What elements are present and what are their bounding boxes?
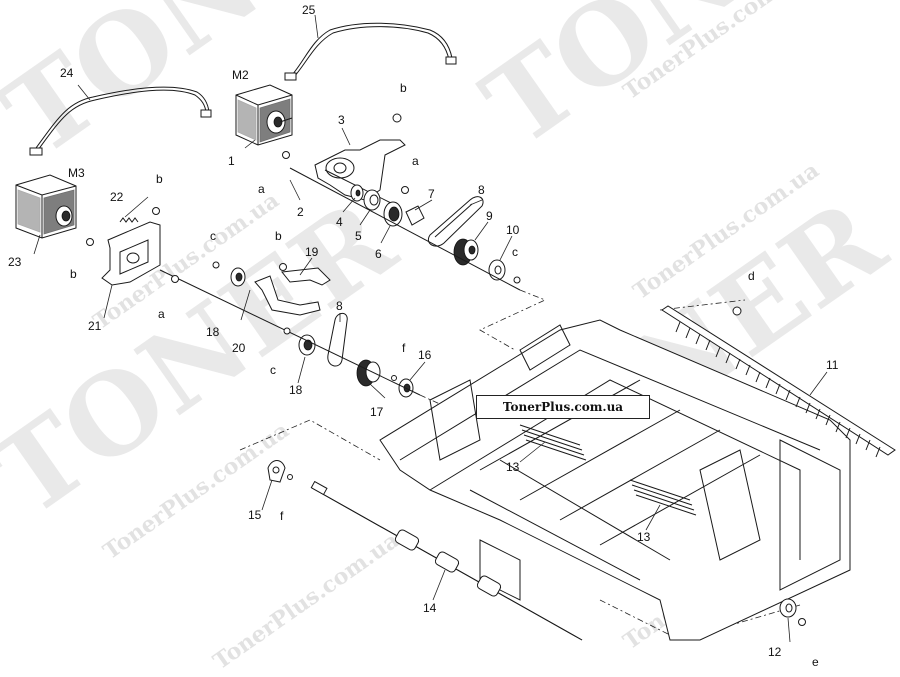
callout-3: 3: [338, 113, 345, 127]
bracket-21: [101, 221, 161, 286]
callout-6: 6: [375, 247, 382, 261]
callout-10: 10: [506, 223, 520, 237]
bushing-12: [779, 598, 797, 618]
ref-b-3: b: [70, 267, 77, 281]
guide-13-right: [629, 479, 697, 516]
callout-2: 2: [297, 205, 304, 219]
callout-24: 24: [60, 66, 74, 80]
callout-20: 20: [232, 341, 246, 355]
callout-21: 21: [88, 319, 102, 333]
callout-25: 25: [302, 3, 316, 17]
shaft-axis-upper: [289, 167, 521, 291]
ref-c-2: c: [512, 245, 518, 259]
roller-14a: [394, 529, 420, 551]
callout-numbers: 1 2 3 4 5 6 7 8 9 10 11 12 13 13 14 15 1…: [8, 3, 839, 659]
spring-22: [119, 217, 139, 223]
callout-8-lower: 8: [336, 299, 343, 313]
cable-25: [284, 22, 457, 81]
callout-4: 4: [336, 215, 343, 229]
gear-9: [453, 238, 479, 266]
bushing-7: [405, 205, 425, 226]
ref-c-1: c: [210, 229, 216, 243]
callout-13-left: 13: [506, 460, 520, 474]
guide-13-left: [519, 424, 587, 461]
leader-lines: [33, 14, 828, 643]
ref-a-3: a: [158, 307, 165, 321]
callout-1: 1: [228, 154, 235, 168]
callout-8-upper: 8: [478, 183, 485, 197]
callout-16: 16: [418, 348, 432, 362]
callout-9: 9: [486, 209, 493, 223]
ref-d: d: [748, 269, 755, 283]
callout-15: 15: [248, 508, 262, 522]
gear-4: [350, 184, 364, 202]
ref-a-1: a: [258, 182, 265, 196]
roller-14b: [434, 551, 460, 573]
bushing-18-upper: [230, 267, 246, 287]
washer-10: [488, 259, 506, 281]
callout-22: 22: [110, 190, 124, 204]
ref-b-2: b: [156, 172, 163, 186]
lever-19: [281, 267, 331, 286]
callout-17: 17: [370, 405, 384, 419]
ref-b-1: b: [400, 81, 407, 95]
ref-f-2: f: [280, 509, 284, 523]
callout-18-upper: 18: [206, 325, 220, 339]
ref-c-3: c: [270, 363, 276, 377]
motor-m3: [15, 174, 77, 239]
gear-17: [356, 359, 381, 387]
screw-letters: a a a b b b b c c c d e f f: [70, 81, 819, 669]
gear-5: [363, 189, 381, 211]
screws: [86, 113, 806, 626]
label-m3: M3: [68, 166, 85, 180]
ref-e: e: [812, 655, 819, 669]
lever-20: [254, 275, 321, 316]
callout-18-lower: 18: [289, 383, 303, 397]
ref-f-1: f: [402, 341, 406, 355]
label-m2: M2: [232, 68, 249, 82]
roller-14c: [476, 575, 502, 597]
callout-12: 12: [768, 645, 782, 659]
callout-5: 5: [355, 229, 362, 243]
callout-19: 19: [305, 245, 319, 259]
brush-11: [661, 305, 896, 458]
callout-23: 23: [8, 255, 22, 269]
callout-13-right: 13: [637, 530, 651, 544]
site-brand-label: TonerPlus.com.ua: [476, 395, 650, 419]
watermark-site-6: TonerPlus.com.ua: [209, 527, 404, 675]
ref-b-4: b: [275, 229, 282, 243]
ref-a-2: a: [412, 154, 419, 168]
callout-14: 14: [423, 601, 437, 615]
callout-11: 11: [826, 358, 839, 372]
callout-7: 7: [428, 187, 435, 201]
watermark-toner-2: TONER: [461, 0, 900, 171]
bracket-3: [314, 139, 406, 206]
motor-m2: [235, 84, 293, 146]
belt-8-upper: [428, 196, 484, 247]
cable-24: [29, 86, 212, 156]
bushing-15: [267, 460, 286, 483]
